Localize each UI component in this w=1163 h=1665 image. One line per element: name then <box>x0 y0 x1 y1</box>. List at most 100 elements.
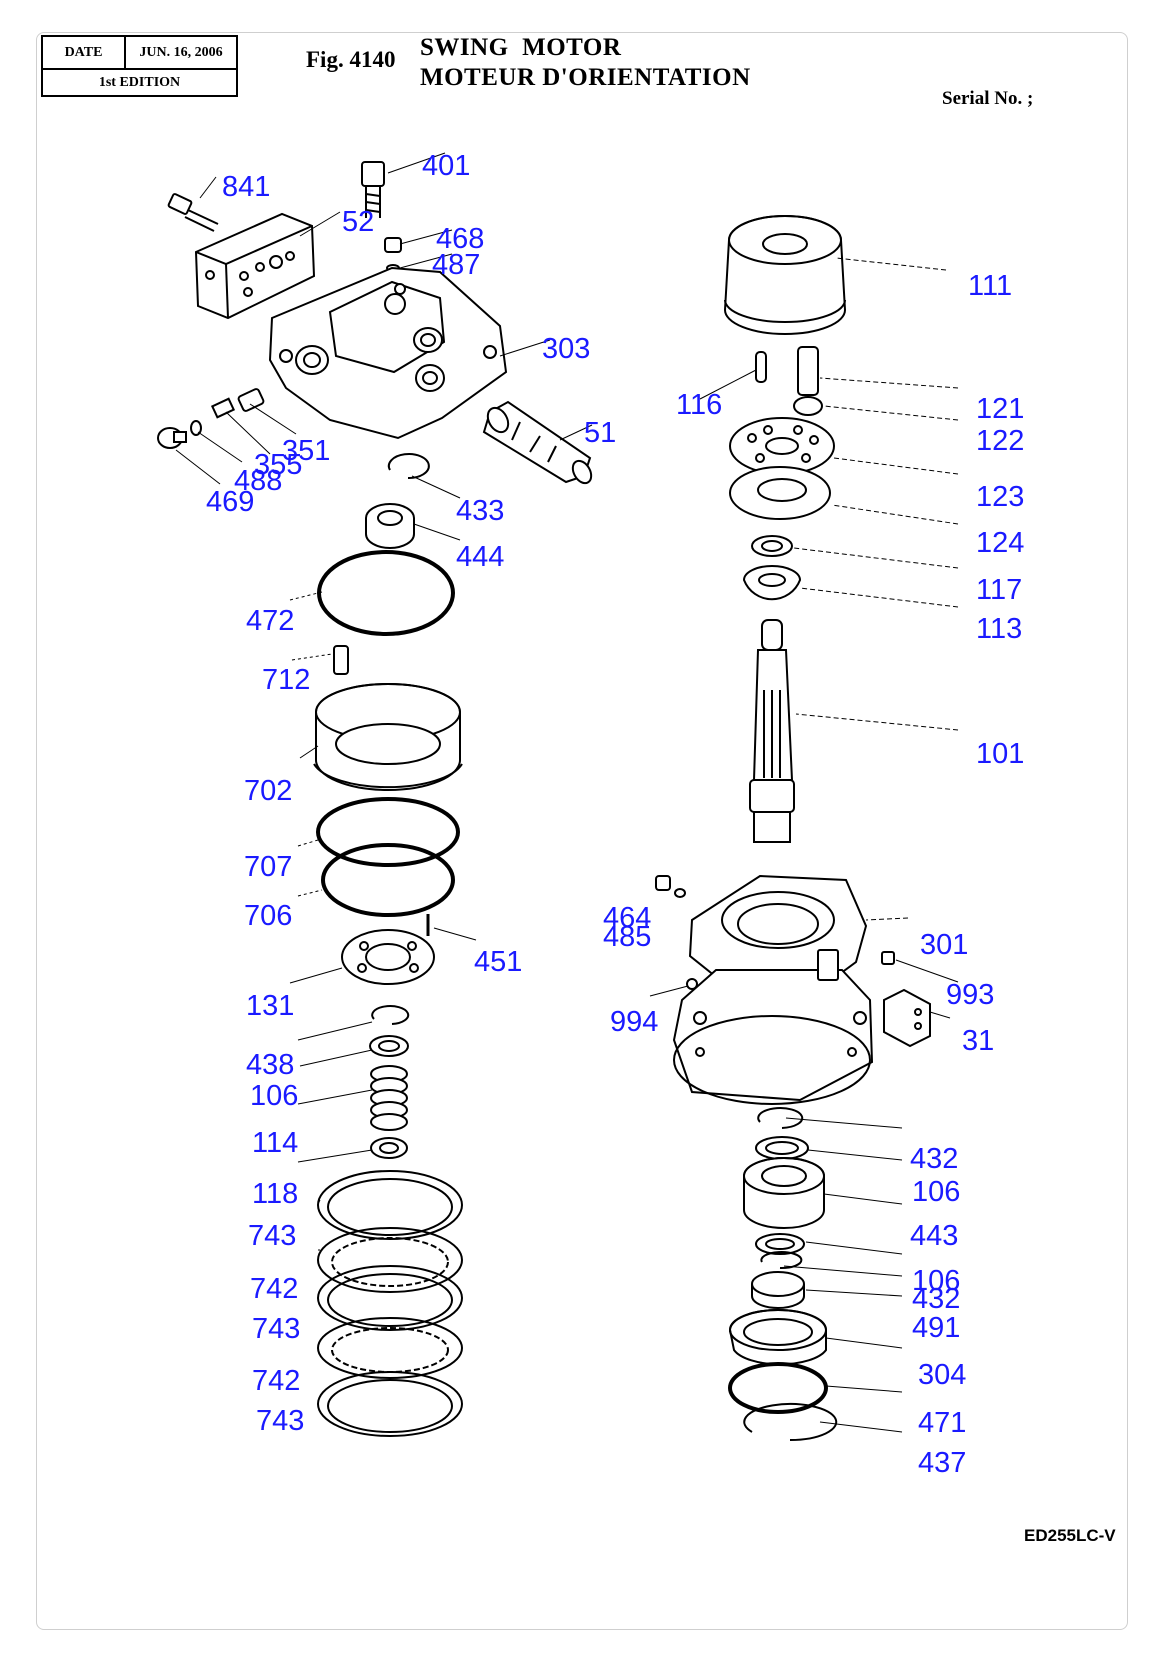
label-31: 31 <box>962 1025 994 1057</box>
left-assembly <box>157 161 593 1437</box>
label-121: 121 <box>976 393 1024 425</box>
shaft-101 <box>749 619 795 843</box>
label-124: 124 <box>976 527 1024 559</box>
washer-118 <box>370 1137 408 1159</box>
label-485: 485 <box>603 921 651 953</box>
washer-117 <box>751 535 793 557</box>
label-994: 994 <box>610 1006 658 1038</box>
plug-994 <box>686 978 698 990</box>
figure-number: Fig. 4140 <box>306 47 396 72</box>
label-303: 303 <box>542 333 590 365</box>
label-304: 304 <box>918 1359 966 1391</box>
revision-box: DATE JUN. 16, 2006 1st EDITION <box>41 35 238 97</box>
friction-plate-743-b <box>317 1265 463 1331</box>
label-472: 472 <box>246 605 294 637</box>
label-118: 118 <box>252 1178 298 1210</box>
plug-993 <box>881 951 895 965</box>
shoe-122 <box>793 396 823 416</box>
title-english: SWING MOTOR <box>420 34 622 61</box>
part-labels: 841 401 52 468 487 303 51 351 355 488 46… <box>206 150 1024 1479</box>
label-52: 52 <box>342 206 374 238</box>
label-471: 471 <box>918 1407 966 1439</box>
housing-304 <box>729 1309 827 1366</box>
label-355: 355 <box>254 449 302 481</box>
bearing-444 <box>365 503 415 549</box>
label-742-a: 742 <box>250 1273 298 1305</box>
pin-116 <box>755 351 767 383</box>
label-122: 122 <box>976 425 1024 457</box>
washer-106-c <box>755 1233 805 1255</box>
label-702: 702 <box>244 775 292 807</box>
cylinder-111 <box>723 215 847 335</box>
snap-ring-438 <box>371 1005 410 1025</box>
snap-ring-437 <box>743 1403 838 1442</box>
label-841: 841 <box>222 171 270 203</box>
label-993: 993 <box>946 979 994 1011</box>
label-468: 468 <box>436 223 484 255</box>
label-111: 111 <box>968 270 1012 302</box>
label-488: 488 <box>234 465 282 497</box>
label-123: 123 <box>976 481 1024 513</box>
oring-485 <box>674 888 686 898</box>
label-106-b: 106 <box>912 1176 960 1208</box>
label-743-c: 743 <box>256 1405 304 1437</box>
oring-471 <box>728 1362 828 1414</box>
label-101: 101 <box>976 738 1024 770</box>
edition: 1st EDITION <box>98 74 181 90</box>
label-451: 451 <box>474 946 522 978</box>
spring-114 <box>370 1065 408 1131</box>
label-106-a: 106 <box>250 1080 298 1112</box>
label-487: 487 <box>432 249 480 281</box>
label-712: 712 <box>262 664 310 696</box>
label-113: 113 <box>976 613 1022 645</box>
date-label: DATE <box>43 37 126 68</box>
model-code: ED255LC-V <box>1024 1526 1116 1545</box>
separator-plate-742-a <box>317 1227 463 1293</box>
bolt-401 <box>361 161 385 218</box>
oring-706 <box>321 843 455 917</box>
label-401: 401 <box>422 150 470 182</box>
washer-106 <box>369 1035 409 1057</box>
bushing-113 <box>742 565 802 601</box>
snap-ring-433 <box>387 453 430 480</box>
right-assembly <box>655 215 931 1442</box>
collar-491 <box>751 1271 805 1309</box>
retainer-plate-123 <box>729 417 835 475</box>
oring-472 <box>317 550 455 636</box>
friction-plate-743-a <box>317 1170 463 1240</box>
bearing-443 <box>743 1157 825 1229</box>
plug-parts-351-355-488-469 <box>157 388 265 449</box>
oring-707 <box>316 797 460 867</box>
label-432-a: 432 <box>910 1143 958 1175</box>
housing-301 <box>672 874 874 1105</box>
leader-lines <box>175 152 959 1433</box>
label-51: 51 <box>584 417 616 449</box>
label-117: 117 <box>976 574 1022 606</box>
label-432-b: 432 <box>912 1283 960 1315</box>
label-464: 464 <box>603 902 651 934</box>
label-742-b: 742 <box>252 1365 300 1397</box>
label-706: 706 <box>244 900 292 932</box>
cylinder-block-702 <box>313 683 463 791</box>
bolt-841 <box>167 193 219 232</box>
label-301: 301 <box>920 929 968 961</box>
serial-number: Serial No. ; <box>942 88 1034 109</box>
label-707: 707 <box>244 851 292 883</box>
label-351: 351 <box>282 435 330 467</box>
label-743-b: 743 <box>252 1313 300 1345</box>
label-106-c: 106 <box>912 1265 960 1297</box>
piston-121 <box>797 346 819 396</box>
plug-468 <box>384 237 402 253</box>
thrust-plate-124 <box>729 466 831 520</box>
spring-712 <box>333 645 349 675</box>
label-469: 469 <box>206 486 254 518</box>
label-131: 131 <box>246 990 294 1022</box>
plug-464 <box>655 875 671 891</box>
title-french: MOTEUR D'ORIENTATION <box>420 64 751 91</box>
label-114: 114 <box>252 1127 298 1159</box>
spool-51 <box>482 400 593 485</box>
label-444: 444 <box>456 541 504 573</box>
label-116: 116 <box>676 389 722 421</box>
snap-ring-432-a <box>757 1107 804 1129</box>
